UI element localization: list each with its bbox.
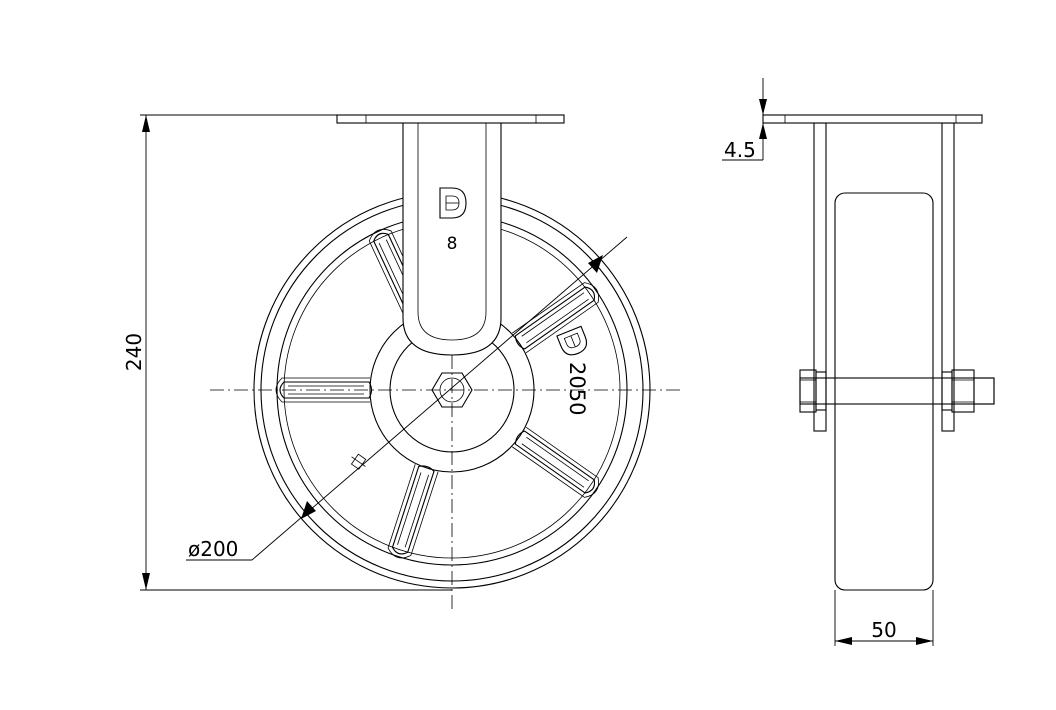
side-axle-end bbox=[973, 377, 995, 405]
side-top-plate bbox=[762, 114, 983, 124]
spoke bbox=[275, 377, 373, 403]
spoke bbox=[387, 464, 439, 559]
diameter-arrow-bottom bbox=[301, 501, 316, 519]
side-washer-left bbox=[815, 371, 827, 411]
top-mounting-plate bbox=[336, 114, 565, 124]
fork-leg bbox=[402, 122, 502, 356]
side-axle bbox=[799, 377, 995, 405]
diameter-arrow-top bbox=[588, 255, 603, 273]
spoke bbox=[512, 426, 599, 498]
axle-circle bbox=[439, 377, 465, 403]
wheel-brand-logo-d-icon bbox=[556, 325, 588, 356]
axle-nut-hexagon bbox=[431, 372, 473, 408]
fork-number-label: 8 bbox=[447, 234, 458, 254]
plate-thickness-label: 4.5 bbox=[724, 138, 756, 162]
height-dimension-label: 240 bbox=[122, 333, 146, 371]
diameter-leader-line bbox=[251, 236, 628, 561]
fork-leg-inner-outline bbox=[417, 123, 487, 341]
wheel-width-label: 50 bbox=[871, 618, 896, 642]
diameter-dimension-label: ø200 bbox=[188, 537, 238, 561]
front-view: 8 2050 ø200 240 bbox=[122, 114, 680, 612]
side-nut bbox=[951, 369, 975, 413]
brand-logo-d-icon bbox=[439, 187, 467, 219]
valve-mark-icon bbox=[350, 453, 367, 470]
side-view: 4.5 50 bbox=[722, 78, 995, 646]
wheel-code-label: 2050 bbox=[565, 362, 589, 415]
spoke bbox=[512, 282, 599, 354]
side-wheel-tyre bbox=[834, 192, 934, 591]
